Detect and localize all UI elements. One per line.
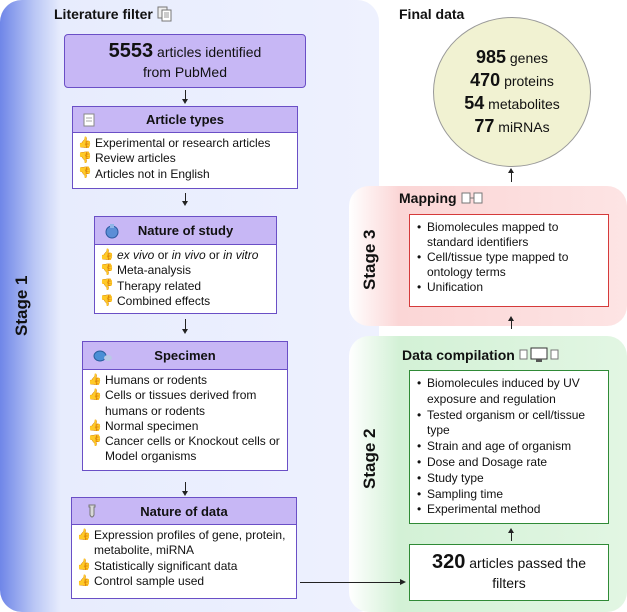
thumbs-down-icon: 👎 <box>100 279 114 292</box>
list-item: Cell/tissue type mapped to ontology term… <box>417 250 601 280</box>
stage-3-label: Stage 3 <box>360 229 379 290</box>
list-item: 👎Therapy related <box>100 278 202 293</box>
specimen-header: Specimen <box>82 341 288 370</box>
specimen-list: 👍Humans or rodents 👍Cells or tissues der… <box>82 370 288 471</box>
mapping-title: Mapping <box>399 190 483 206</box>
mapping-icon <box>461 192 483 204</box>
list-item: 👍Normal specimen <box>88 418 199 433</box>
thumbs-up-icon: 👍 <box>88 373 102 386</box>
list-item: Tested organism or cell/tissue type <box>417 408 601 440</box>
article-types-header: Article types <box>72 106 298 133</box>
mapping-box: Biomolecules mapped to standard identifi… <box>409 214 609 307</box>
literature-filter-title: Literature filter <box>54 6 173 22</box>
thumbs-up-icon: 👍 <box>77 528 91 541</box>
thumbs-down-icon: 👎 <box>100 294 114 307</box>
stage-2-label: Stage 2 <box>360 428 379 489</box>
document-stack-icon <box>157 6 172 22</box>
arrow-up <box>506 168 516 182</box>
passed-count: 320 <box>432 551 466 573</box>
thumbs-down-icon: 👎 <box>88 435 102 448</box>
list-item: Study type <box>417 471 601 487</box>
arrow-up <box>506 316 516 329</box>
thumbs-up-icon: 👍 <box>88 419 102 432</box>
data-compilation-title: Data compilation <box>402 346 559 364</box>
list-item: Dose and Dosage rate <box>417 455 601 471</box>
thumbs-up-icon: 👍 <box>77 559 91 572</box>
final-data-circle: 985 genes 470 proteins 54 metabolites 77… <box>433 17 591 167</box>
nature-of-study-header: Nature of study <box>94 216 277 245</box>
computer-network-icon <box>519 347 559 362</box>
data-compilation-box: Biomolecules induced by UV exposure and … <box>409 370 609 524</box>
list-item: 👍Control sample used <box>77 573 205 588</box>
list-item: Experimental method <box>417 502 601 518</box>
arrow-down <box>180 319 190 334</box>
thumbs-up-icon: 👍 <box>100 248 114 261</box>
thumbs-up-icon: 👍 <box>77 574 91 587</box>
list-item: 👎Meta-analysis <box>100 263 192 278</box>
list-item: Biomolecules mapped to standard identifi… <box>417 220 601 250</box>
thumbs-down-icon: 👎 <box>78 167 92 180</box>
list-item: 👍 ex vivo or in vivo or in vitro <box>100 248 259 262</box>
arrow-right <box>300 579 406 585</box>
list-item: Biomolecules induced by UV exposure and … <box>417 376 601 408</box>
list-item: 👎Review articles <box>78 151 176 166</box>
stage-1-label: Stage 1 <box>12 275 31 336</box>
list-item: Unification <box>417 280 601 295</box>
arrow-down <box>180 482 190 496</box>
passed-articles-box: 320 articles passed the filters <box>409 544 609 601</box>
cells-icon <box>93 350 112 362</box>
flask-icon <box>105 224 119 239</box>
article-types-list: 👍Experimental or research articles 👎Revi… <box>72 133 298 189</box>
pubmed-count: 5553 <box>108 39 154 62</box>
thumbs-down-icon: 👎 <box>78 152 92 165</box>
nature-of-data-header: Nature of data <box>71 497 297 525</box>
tube-icon <box>88 504 96 518</box>
list-item: 👍Cells or tissues derived from humans or… <box>88 388 257 418</box>
nature-of-study-list: 👍 ex vivo or in vivo or in vitro 👎Meta-a… <box>94 245 277 314</box>
document-icon <box>83 113 95 127</box>
pubmed-articles-box: 5553 articles identified from PubMed <box>64 34 306 88</box>
thumbs-up-icon: 👍 <box>78 136 92 149</box>
list-item: Sampling time <box>417 487 601 503</box>
thumbs-down-icon: 👎 <box>100 264 114 277</box>
list-item: 👍Expression profiles of gene, protein, m… <box>77 528 286 558</box>
arrow-up <box>506 528 516 541</box>
list-item: 👎Combined effects <box>100 293 211 308</box>
list-item: 👍Humans or rodents <box>88 373 208 387</box>
arrow-down <box>180 90 190 104</box>
nature-of-data-list: 👍Expression profiles of gene, protein, m… <box>71 525 297 599</box>
list-item: 👎Cancer cells or Knockout cells or Model… <box>88 434 280 464</box>
thumbs-up-icon: 👍 <box>88 389 102 402</box>
list-item: 👍Statistically significant data <box>77 558 238 573</box>
arrow-down <box>180 193 190 206</box>
list-item: 👎Articles not in English <box>78 166 210 181</box>
final-data-title: Final data <box>399 6 465 22</box>
list-item: 👍Experimental or research articles <box>78 136 271 150</box>
list-item: Strain and age of organism <box>417 439 601 455</box>
